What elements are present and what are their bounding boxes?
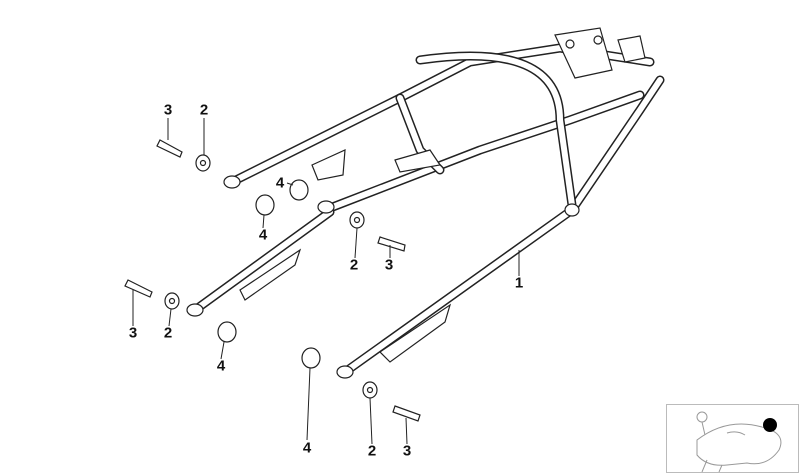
callout-label: 3 [128, 324, 138, 342]
fasteners [124, 139, 421, 422]
callout-label: 3 [384, 256, 394, 274]
callout-label: 2 [199, 101, 209, 119]
location-thumbnail [666, 404, 799, 473]
location-marker [763, 418, 777, 432]
callout-label: 2 [367, 442, 377, 460]
callout-label: 3 [163, 101, 173, 119]
motorcycle-outline-icon [696, 411, 782, 472]
callout-label: 1 [514, 274, 524, 292]
rear-subframe [186, 27, 665, 379]
callout-label: 3 [402, 442, 412, 460]
callout-label: 2 [349, 256, 359, 274]
callout-label: 4 [258, 226, 268, 244]
callout-label: 4 [302, 439, 312, 457]
callout-label: 4 [275, 174, 285, 192]
callout-label: 4 [216, 357, 226, 375]
callout-label: 2 [163, 324, 173, 342]
leader-lines [132, 118, 520, 445]
